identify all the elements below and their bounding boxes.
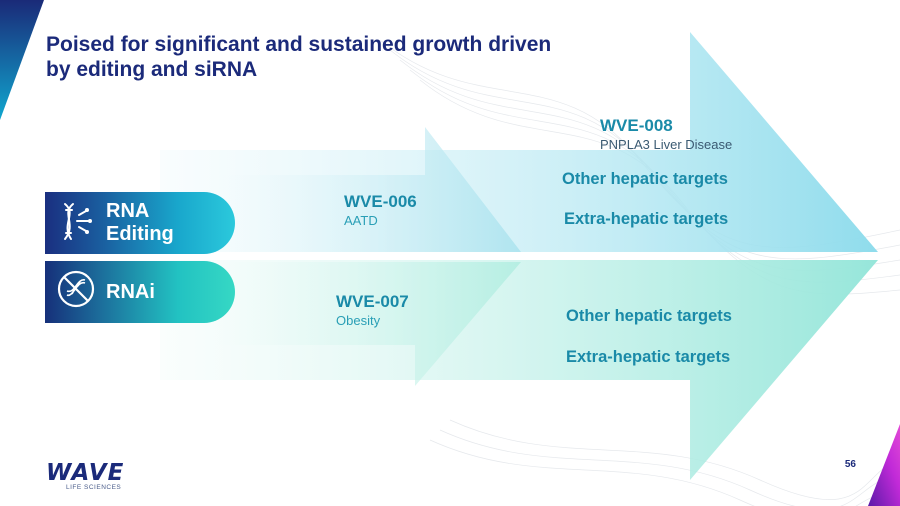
wve-008-indication: PNPLA3 Liver Disease — [600, 137, 733, 152]
rna-editing-pill — [45, 192, 235, 254]
rnai-label: RNAi — [106, 281, 155, 303]
rna-editing-label-line1: RNA — [106, 200, 150, 222]
wve-006-indication: AATD — [344, 213, 378, 228]
rna-editing-label: RNA Editing — [106, 200, 174, 246]
wave-logo: WAVE — [46, 460, 125, 486]
page-title: Poised for significant and sustained gro… — [46, 33, 552, 81]
bottom-right-accent — [868, 424, 900, 506]
wve-007-indication: Obesity — [336, 313, 381, 328]
dna-edit-icon — [55, 199, 95, 245]
editing-extra-hepatic-targets: Extra-hepatic targets — [564, 210, 729, 228]
rnai-extra-hepatic-targets: Extra-hepatic targets — [566, 348, 731, 366]
rnai-short-arrow — [215, 262, 521, 386]
editing-other-hepatic-targets: Other hepatic targets — [562, 170, 728, 188]
editing-short-arrow — [220, 127, 521, 252]
wve-008-name: WVE-008 — [600, 116, 673, 135]
rna-editing-label-line2: Editing — [106, 223, 174, 245]
wve-007-name: WVE-007 — [336, 292, 409, 311]
page-number: 56 — [844, 459, 856, 470]
dna-blocked-icon — [55, 268, 97, 310]
rnai-other-hepatic-targets: Other hepatic targets — [566, 307, 732, 325]
wve-006-name: WVE-006 — [344, 192, 417, 211]
top-left-accent — [0, 0, 44, 120]
wave-logo-subtitle: LIFE SCIENCES — [66, 484, 122, 491]
